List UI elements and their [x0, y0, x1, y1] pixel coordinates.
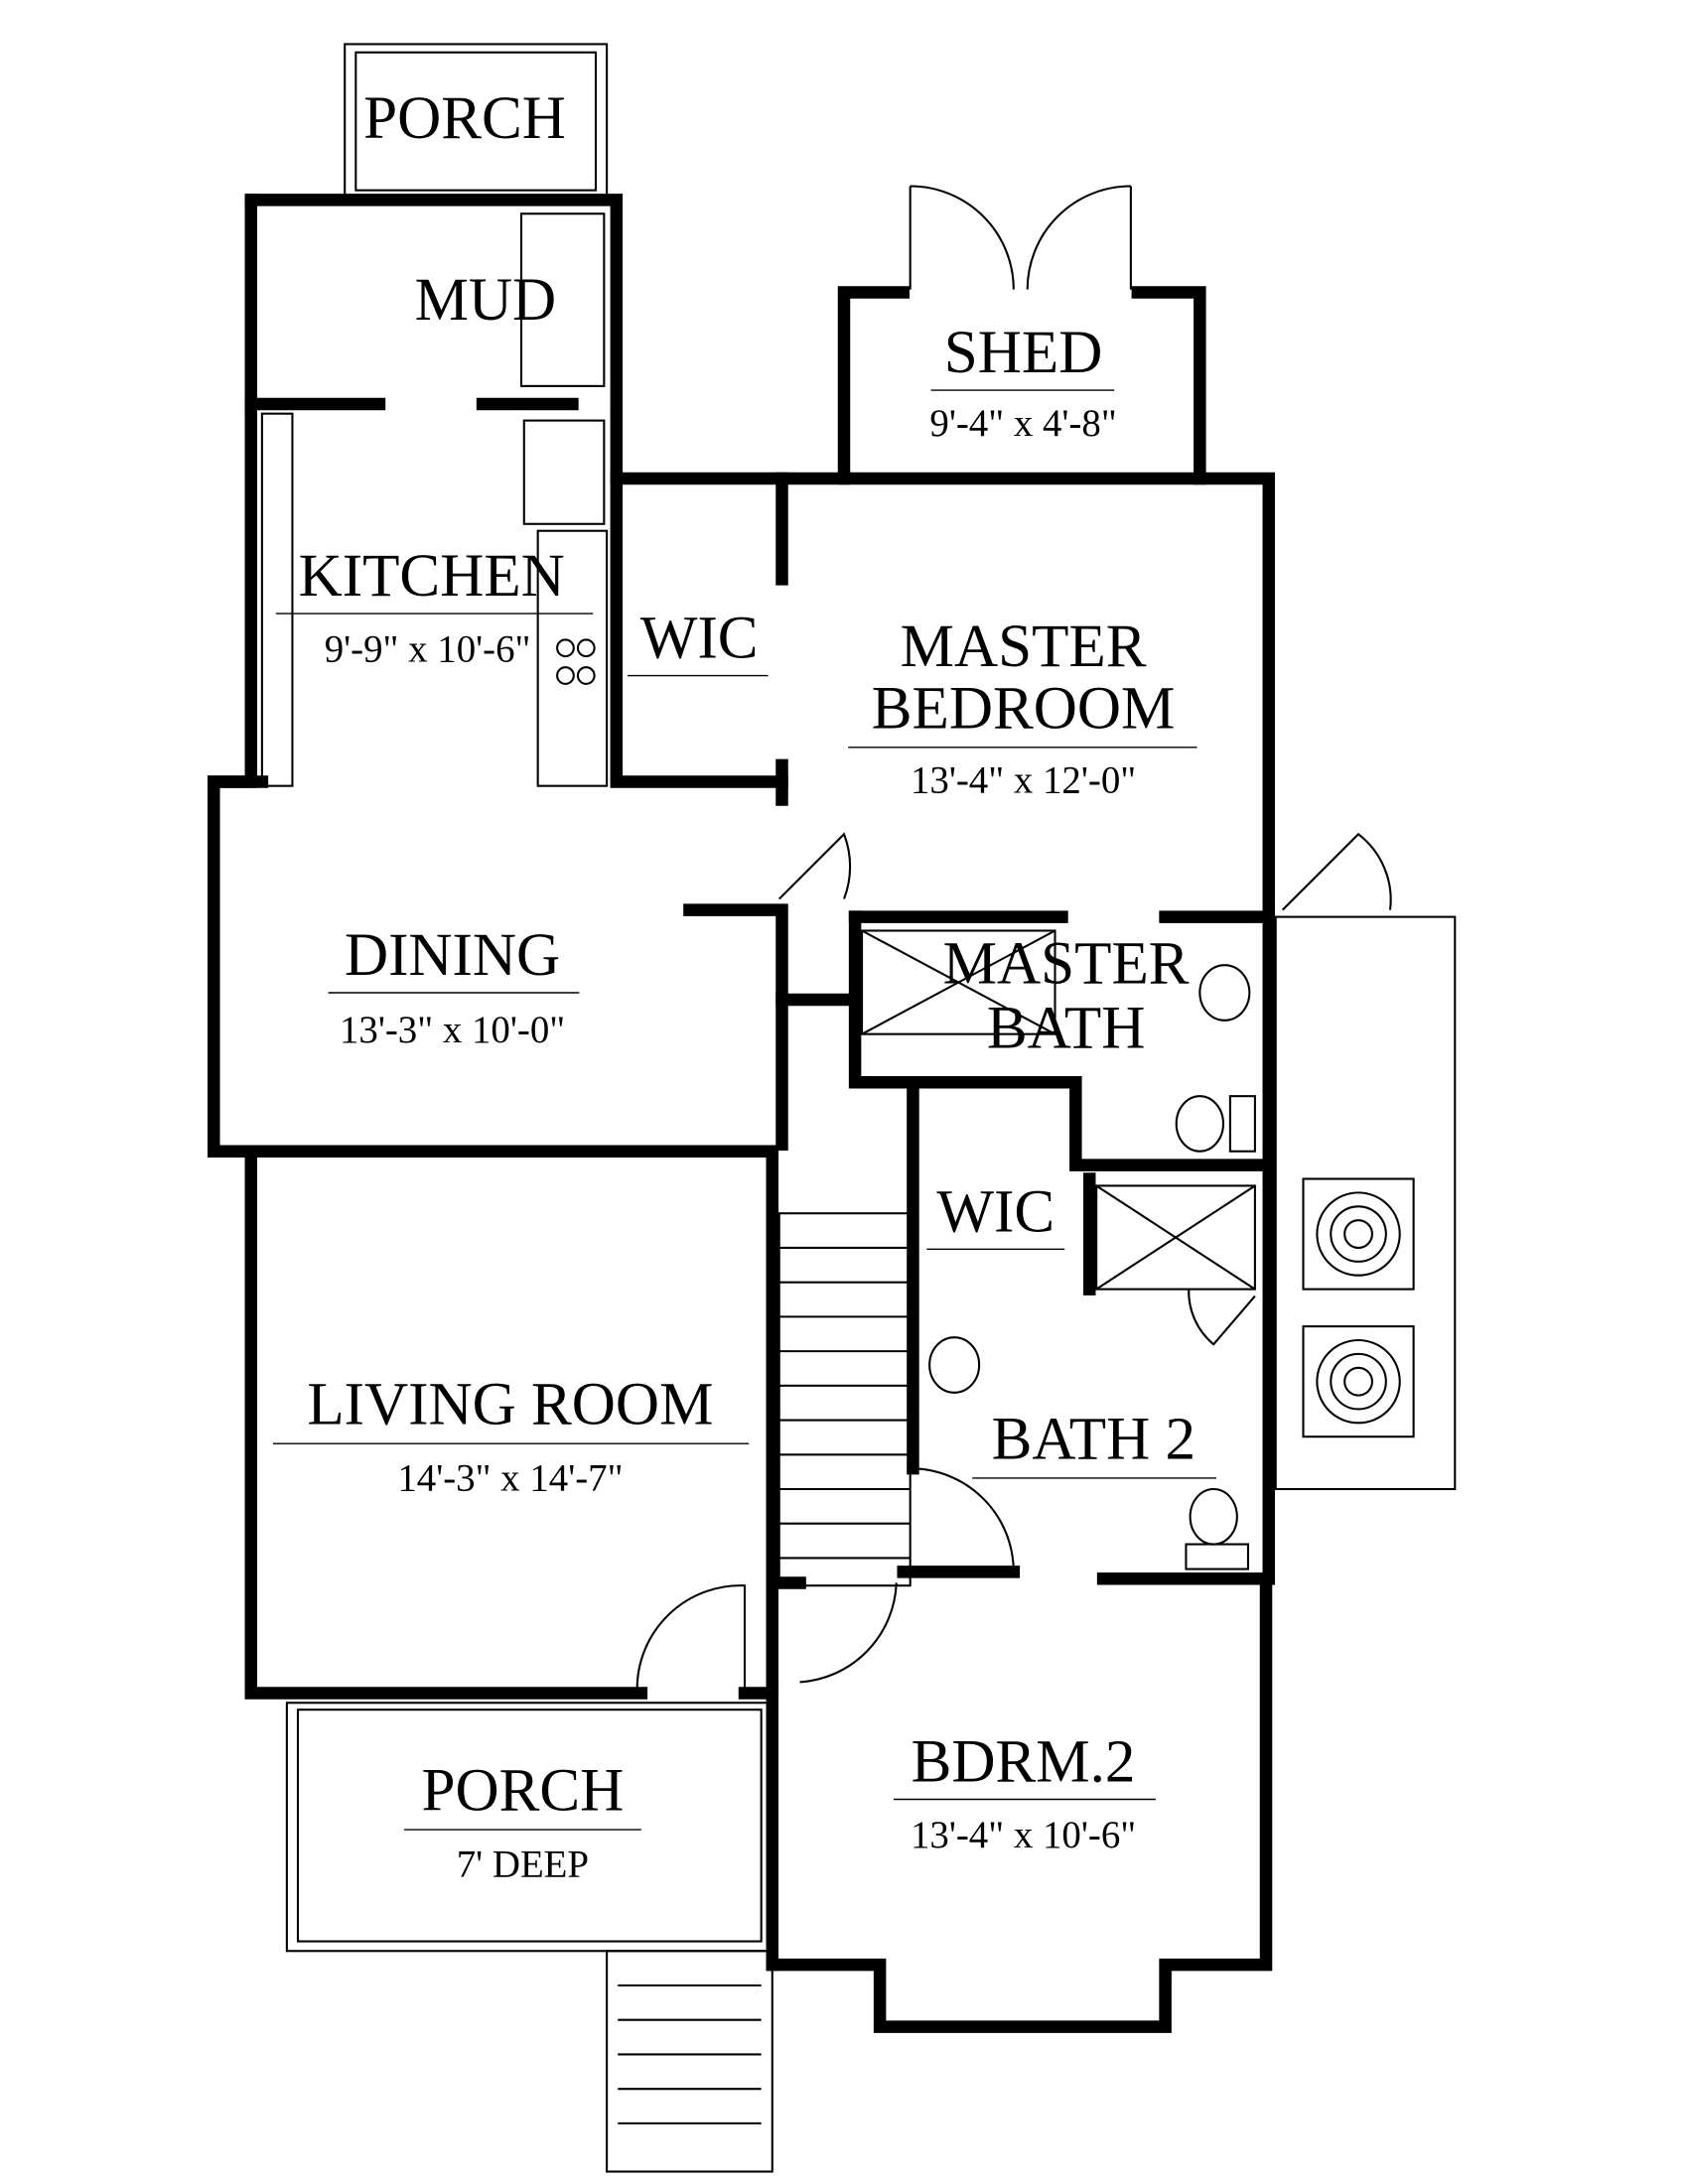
ac-unit-icon — [1302, 1325, 1415, 1438]
room-label-porch-rear: PORCH — [363, 85, 566, 152]
interior-stairs — [777, 1212, 912, 1587]
room-label-wic-2: WIC — [936, 1178, 1055, 1245]
room-label-porch-front: PORCH — [421, 1758, 624, 1825]
kitchen-counters — [260, 412, 609, 787]
room-size-porch-front: 7' DEEP — [457, 1843, 589, 1885]
front-stairs — [618, 1983, 762, 2124]
room-label-master-bath-1: MASTER — [943, 930, 1190, 997]
room-label-kitchen: KITCHEN — [299, 543, 565, 610]
mud-cabinets — [519, 212, 606, 387]
room-label-master-bath-2: BATH — [987, 996, 1146, 1062]
room-label-shed: SHED — [944, 320, 1103, 386]
side-porch — [1274, 915, 1457, 1491]
room-size-kitchen: 9'-9" x 10'-6" — [325, 628, 531, 671]
room-label-bedroom-2: BDRM.2 — [912, 1728, 1136, 1795]
sink-icon — [928, 964, 1251, 1394]
room-size-shed: 9'-4" x 4'-8" — [929, 402, 1116, 445]
room-size-bedroom-2: 13'-4" x 10'-6" — [911, 1814, 1136, 1856]
room-label-bath-2: BATH 2 — [992, 1406, 1196, 1472]
room-label-dining: DINING — [345, 922, 560, 989]
room-size-dining: 13'-3" x 10'-0" — [340, 1009, 565, 1051]
toilet-icon — [1175, 1095, 1256, 1570]
room-size-master-bedroom: 13'-4" x 12'-0" — [911, 759, 1136, 802]
shower-icon — [861, 929, 1256, 1291]
door-swings — [635, 185, 1392, 1690]
walls — [208, 194, 1276, 2033]
room-label-master-bedroom-1: MASTER — [901, 614, 1147, 680]
thin-lines — [260, 43, 1457, 2173]
room-size-living-room: 14'-3" x 14'-7" — [397, 1456, 623, 1499]
ac-unit-icon — [1302, 1177, 1415, 1291]
room-label-wic-master: WIC — [640, 606, 759, 672]
room-label-mud: MUD — [415, 267, 557, 334]
room-label-master-bedroom-2: BEDROOM — [872, 675, 1176, 742]
room-label-living-room: LIVING ROOM — [307, 1372, 713, 1438]
